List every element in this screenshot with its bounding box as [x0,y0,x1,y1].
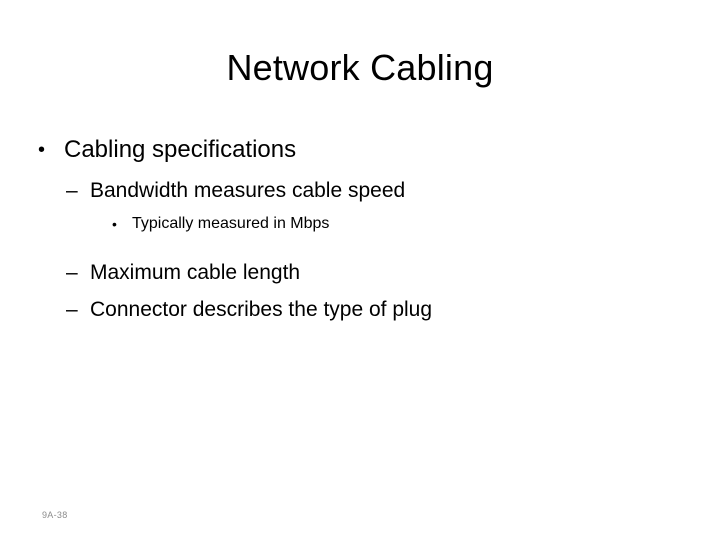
bullet-icon: • [112,216,117,232]
list-item-label: Typically measured in Mbps [132,215,330,232]
list-item-label: Maximum cable length [90,261,301,284]
dash-bullet-icon: – [66,179,78,202]
page-title: Network Cabling [226,47,494,88]
list-item: • Typically measured in Mbps [0,211,720,237]
slide-number-footer: 9A-38 [42,510,68,520]
bullet-icon: • [38,139,46,161]
list-item-label: Cabling specifications [64,136,297,163]
dash-bullet-icon: – [66,298,78,321]
list-item: – Maximum cable length [0,256,720,289]
list-item-label: Bandwidth measures cable speed [90,179,406,202]
outline-body: • Cabling specifications – Bandwidth mea… [0,131,720,330]
list-item-label: Connector describes the type of plug [90,298,433,321]
dash-bullet-icon: – [66,261,78,284]
list-item: – Bandwidth measures cable speed [0,174,720,207]
list-item: • Cabling specifications [0,131,720,169]
list-item: – Connector describes the type of plug [0,293,720,326]
